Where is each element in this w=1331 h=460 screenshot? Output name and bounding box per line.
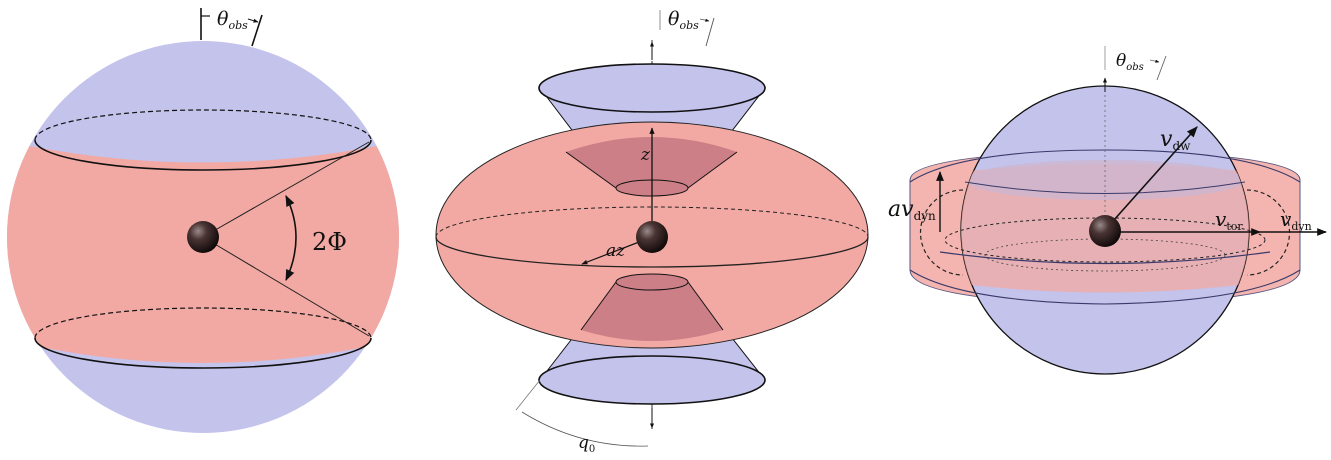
black-hole-1 [187,221,219,253]
vtor-label: vtor [1215,207,1243,233]
angle-label: 2Φ [312,228,347,256]
z-label: z [640,145,651,165]
black-hole-2 [636,221,668,253]
panel-3-torus-sphere: vdw vtor vdyn avdyn θobs [888,46,1327,375]
observer-label-3: θobs [1116,51,1144,73]
observer-label-2: θobs [668,8,699,32]
panel-1-sphere: 2Φ θobs [7,8,399,433]
az-label: az [606,241,626,261]
vdyn-label: vdyn [1280,207,1312,233]
observer-label-1: θobs [217,8,248,32]
avdyn-label: avdyn [888,197,936,223]
vdw-label: vdw [1160,127,1191,153]
angle-arc [285,194,297,282]
black-hole-3 [1089,215,1121,247]
panel-2-torus-cones: z az q0 θobs [435,8,869,455]
q0-label: q0 [578,433,595,455]
